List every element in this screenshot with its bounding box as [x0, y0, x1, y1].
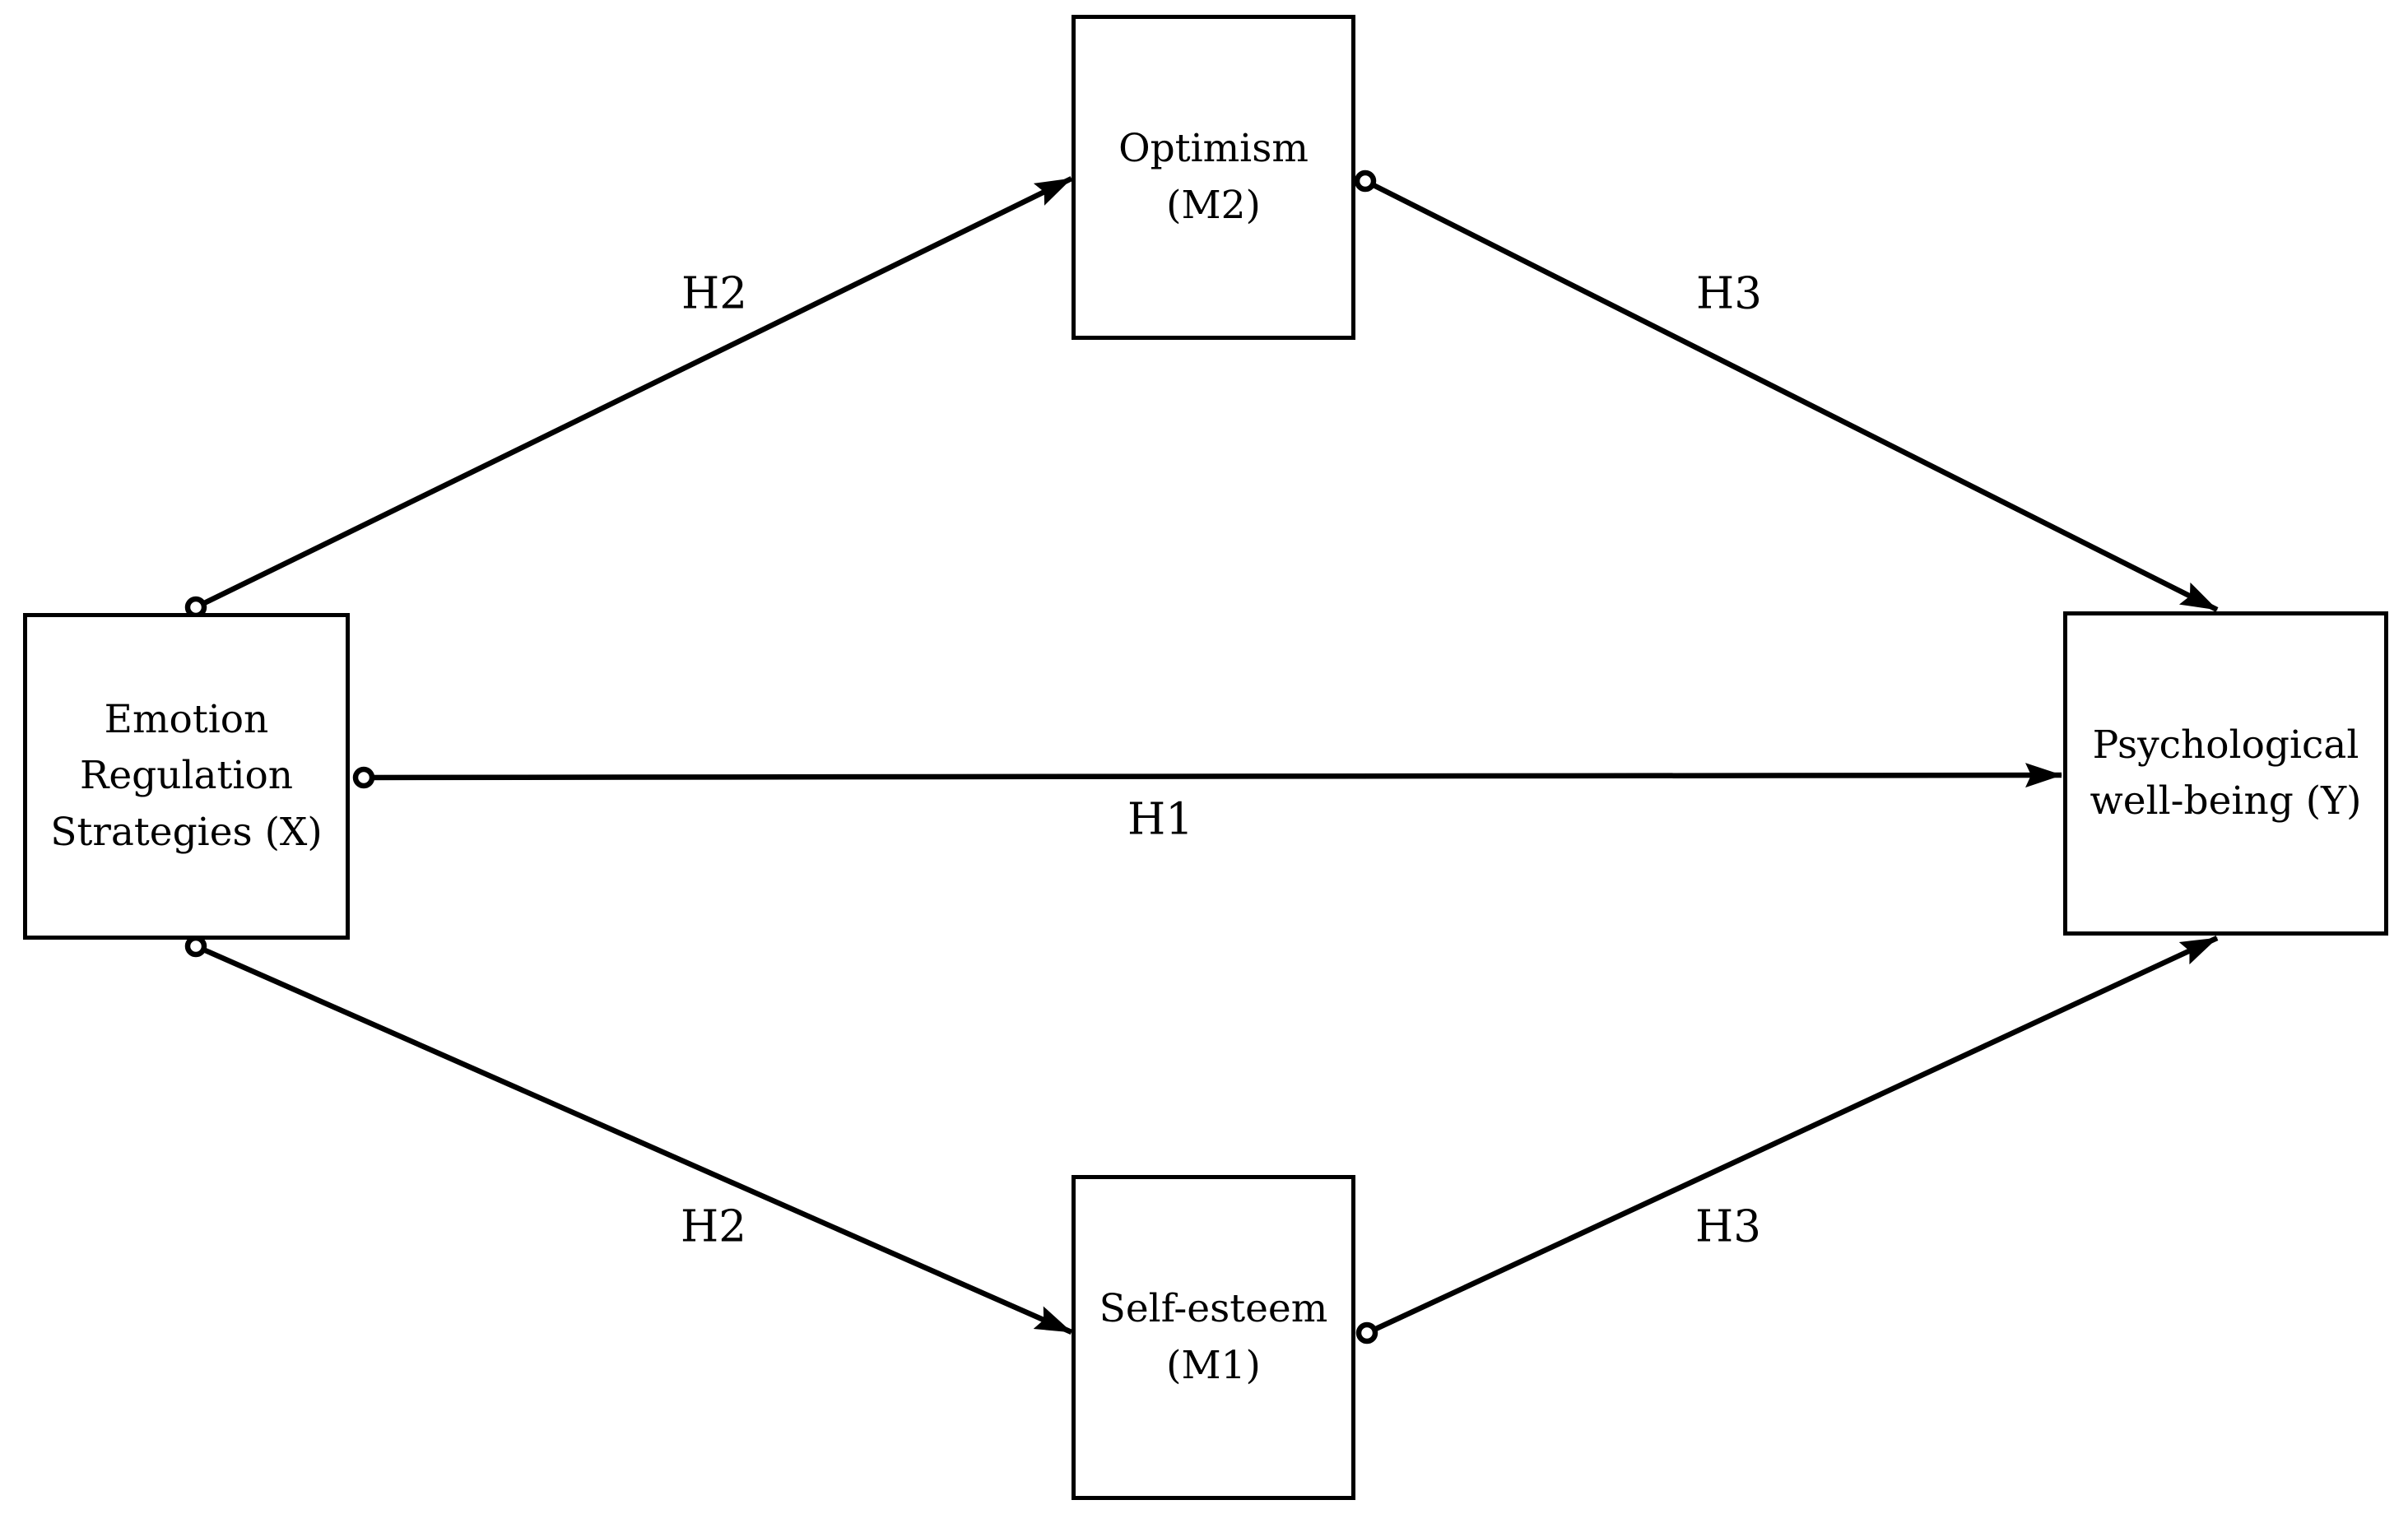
node-optimism-m2: Optimism (M2) — [1072, 15, 1355, 340]
edge-label-h3-upper: H3 — [1696, 268, 1762, 319]
node-optimism-m2-label: Optimism (M2) — [1118, 126, 1309, 228]
connector-origin-circle-x-to-y — [352, 766, 375, 789]
edge-label-h1-direct: H1 — [1127, 794, 1193, 845]
node-self-esteem-m1-label: Self-esteem (M1) — [1099, 1286, 1328, 1388]
node-psychological-well-being-label: Psychological well-being (Y) — [2090, 722, 2362, 824]
edge-arrow-m1-to-y — [1365, 936, 2219, 1335]
connector-origin-circle-m1-to-y — [1355, 1321, 1378, 1344]
edge-label-h2-lower: H2 — [681, 1201, 746, 1252]
edge-arrow-x-to-y — [363, 763, 2062, 788]
node-emotion-regulation-strategies: Emotion Regulation Strategies (X) — [23, 613, 350, 940]
connector-origin-circle-m2-to-y — [1354, 170, 1377, 193]
edge-arrow-x-to-m1 — [194, 944, 1073, 1335]
node-emotion-regulation-strategies-label: Emotion Regulation Strategies (X) — [50, 697, 323, 855]
edge-label-h3-lower: H3 — [1695, 1201, 1761, 1252]
node-self-esteem-m1: Self-esteem (M1) — [1072, 1175, 1355, 1500]
connector-origin-circle-x-to-m1 — [184, 935, 207, 958]
edge-arrow-m2-to-y — [1364, 179, 2219, 612]
node-psychological-well-being: Psychological well-being (Y) — [2063, 611, 2388, 936]
edge-label-h2-upper: H2 — [681, 268, 747, 319]
edge-arrow-x-to-m2 — [194, 176, 1073, 610]
